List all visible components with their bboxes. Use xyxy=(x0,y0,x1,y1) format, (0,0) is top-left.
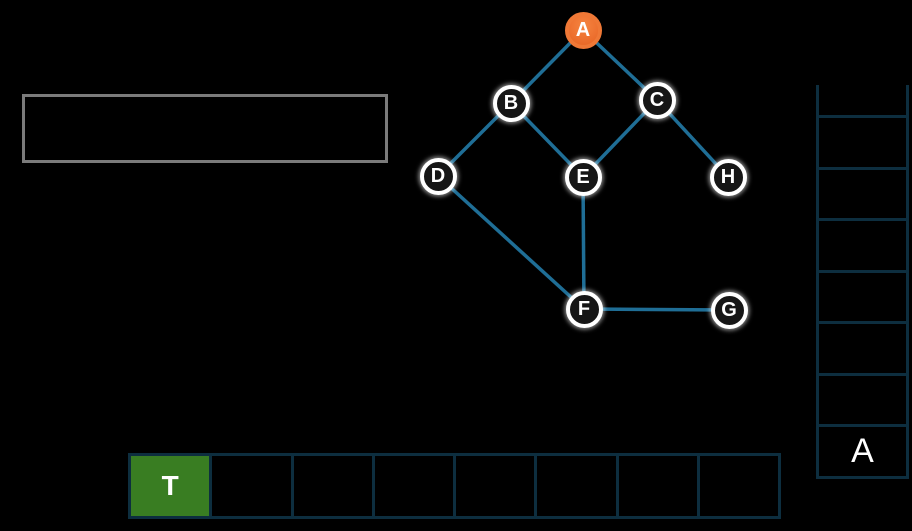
info-box xyxy=(22,94,388,163)
visited-cell-4 xyxy=(456,456,538,516)
stack-cell-5 xyxy=(819,372,906,425)
stack-cell-6: A xyxy=(819,424,906,476)
visited-cell-3 xyxy=(375,456,456,516)
visited-cell-0: T xyxy=(131,456,213,516)
visited-cell-1 xyxy=(212,456,294,516)
graph-node-A: A xyxy=(564,11,602,49)
graph-node-D: D xyxy=(419,157,457,195)
stack-cell-4 xyxy=(819,321,906,373)
visited-cell-2 xyxy=(294,456,375,516)
graph-edge-E-F xyxy=(581,176,586,310)
visited-cell-5 xyxy=(537,456,619,516)
stack-cell-1 xyxy=(819,166,906,219)
graph-edge-D-F xyxy=(436,174,586,311)
visited-array-row: T xyxy=(128,453,781,519)
graph-node-F: F xyxy=(565,290,603,328)
graph-node-C: C xyxy=(638,81,676,119)
stack-cell-0 xyxy=(819,115,906,167)
graph-node-E: E xyxy=(564,158,602,196)
visited-cell-6 xyxy=(619,456,700,516)
graph-node-H: H xyxy=(709,158,747,196)
graph-node-B: B xyxy=(492,84,530,122)
stack-open-top xyxy=(819,85,906,115)
stack-cell-3 xyxy=(819,269,906,322)
graph-edge-F-G xyxy=(583,307,730,312)
stack-cell-2 xyxy=(819,218,906,270)
graph-node-G: G xyxy=(710,291,748,329)
visited-cell-7 xyxy=(700,456,778,516)
stack-structure: A xyxy=(816,85,909,479)
